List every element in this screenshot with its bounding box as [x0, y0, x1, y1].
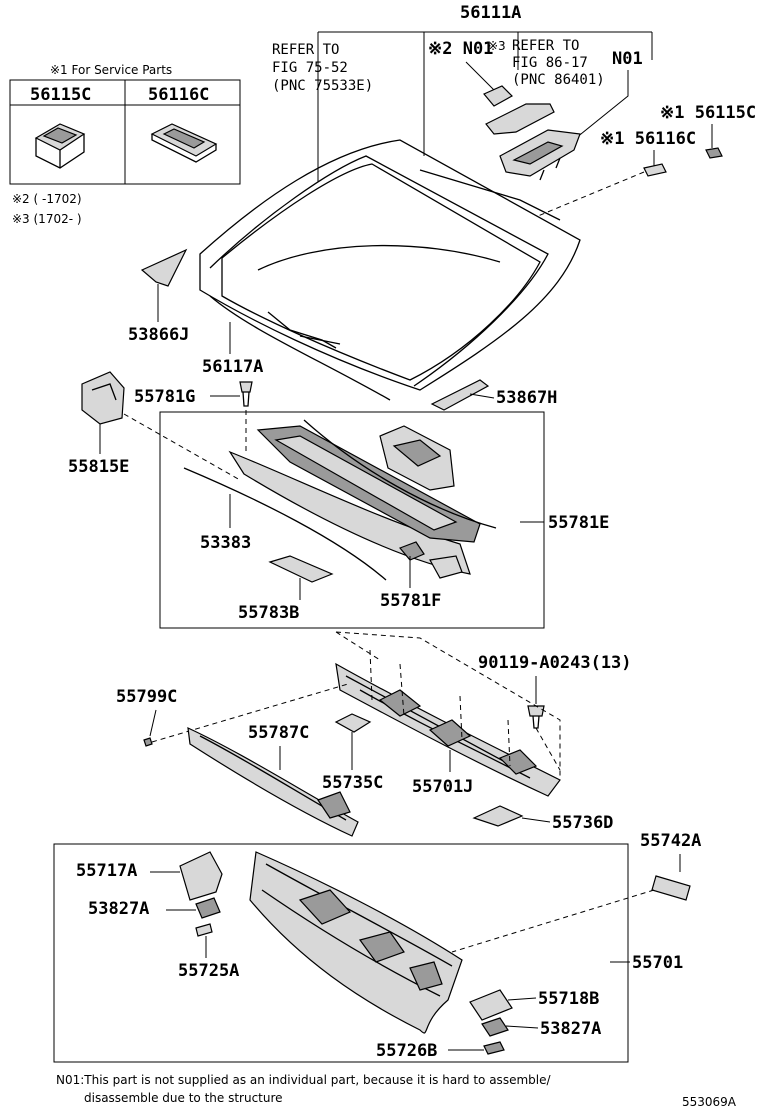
piece-53867h: [430, 379, 490, 411]
service-parts-legend: ※1 For Service Parts 56115C 56116C ※2 ( …: [9, 63, 241, 226]
moulding-56117a: [209, 295, 391, 401]
label-56111A: 56111A: [460, 3, 521, 23]
label-56116C: ※1 56116C: [600, 129, 696, 149]
clip-53827a-top: [195, 897, 221, 919]
clip-55799c: [143, 737, 153, 747]
diagram-id: 553069A: [682, 1095, 737, 1109]
ref-fig86-line1: REFER TO: [512, 38, 579, 54]
label-55717A: 55717A: [76, 861, 137, 881]
clip-55725a: [195, 923, 213, 937]
label-53827A-top: 53827A: [88, 899, 149, 919]
label-n01-c: N01: [612, 49, 643, 69]
label-53866J: 53866J: [128, 325, 189, 345]
label-55781G: 55781G: [134, 387, 195, 407]
cowl-panel-box: [53, 843, 629, 1063]
label-90119: 90119-A0243(13): [478, 653, 632, 673]
label-53867H: 53867H: [496, 388, 557, 408]
legend-note-2: ※2 ( -1702): [12, 192, 82, 206]
clip-53827a-bottom: [481, 1017, 509, 1037]
label-53383: 53383: [200, 533, 251, 553]
cowl-top-box: [159, 411, 545, 629]
windshield-glass-drawing: [199, 139, 581, 391]
clip-56115c-small: [705, 147, 723, 159]
clip-56115c-drawing: [34, 123, 86, 169]
label-55718B: 55718B: [538, 989, 599, 1009]
bracket-55718b: [469, 989, 513, 1021]
label-55783B: 55783B: [238, 603, 299, 623]
legend-title: ※1 For Service Parts: [50, 63, 172, 77]
pad-56116c-drawing: [150, 123, 218, 163]
panel-55815e: [81, 371, 125, 425]
label-55799C: 55799C: [116, 687, 177, 707]
pad-56116c-small: [643, 163, 667, 177]
label-56117A: 56117A: [202, 357, 263, 377]
label-56115C: ※1 56115C: [660, 103, 756, 123]
ref-fig86-line2: FIG 86-17: [512, 55, 588, 71]
clip-55726b: [483, 1041, 505, 1055]
piece-55783b: [268, 555, 334, 583]
label-55781F: 55781F: [380, 591, 441, 611]
label-n01-a: ※2 N01: [428, 39, 493, 59]
cowl-panel-55701-drawing: [249, 851, 463, 1034]
label-n01-b-mark: ※3: [488, 39, 506, 53]
label-55735C: 55735C: [322, 773, 383, 793]
panel-55787c-drawing: [187, 727, 359, 837]
pad-55742a: [651, 875, 691, 901]
ref-fig86-line3: (PNC 86401): [512, 72, 605, 88]
legend-col1-label: 56115C: [30, 85, 91, 105]
sensor-bracket-drawing: [483, 85, 581, 181]
piece-53866j: [140, 248, 188, 287]
label-55726B: 55726B: [376, 1041, 437, 1061]
ref-fig75-line1: REFER TO: [272, 42, 339, 58]
legend-note-3: ※3 (1702- ): [12, 212, 82, 226]
label-55736D: 55736D: [552, 813, 613, 833]
bracket-55717a: [179, 851, 223, 901]
ref-fig75-line3: (PNC 75533E): [272, 78, 373, 94]
label-55781E: 55781E: [548, 513, 609, 533]
panel-55701j-drawing: [335, 662, 561, 797]
bracket-55736d: [472, 805, 524, 827]
label-55787C: 55787C: [248, 723, 309, 743]
label-55701: 55701: [632, 953, 683, 973]
label-55815E: 55815E: [68, 457, 129, 477]
bracket-55735c: [334, 713, 372, 733]
clip-55781g: [239, 381, 253, 407]
label-53827A-bottom: 53827A: [540, 1019, 601, 1039]
ref-fig75-line2: FIG 75-52: [272, 60, 348, 76]
legend-col2-label: 56116C: [148, 85, 209, 105]
cowl-top-ventilator-drawing: [228, 419, 497, 579]
label-55742A: 55742A: [640, 831, 701, 851]
label-55725A: 55725A: [178, 961, 239, 981]
footnote-line2: disassemble due to the structure: [84, 1091, 283, 1105]
seal-53383: [183, 467, 387, 581]
label-55701J: 55701J: [412, 777, 473, 797]
footnote-line1: N01:This part is not supplied as an indi…: [56, 1073, 551, 1087]
